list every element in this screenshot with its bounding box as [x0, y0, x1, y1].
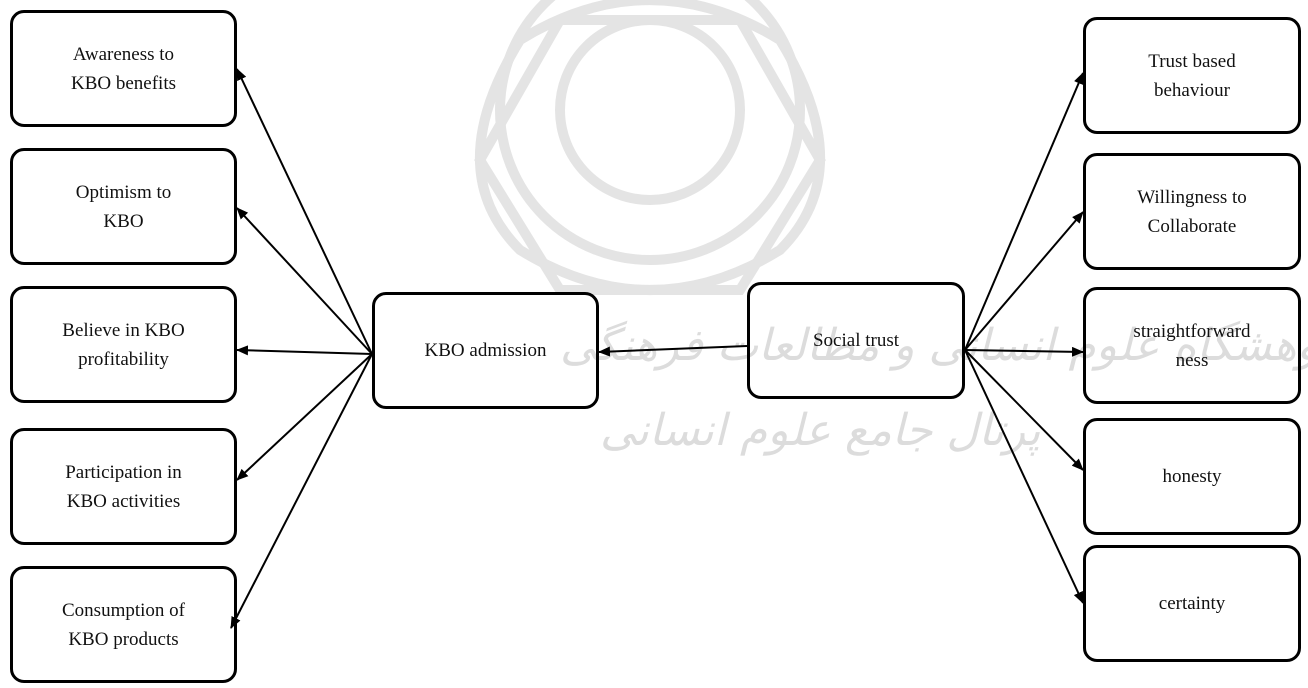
node-profitability-label: Believe in KBO profitability [62, 319, 185, 370]
node-social-trust-label: Social trust [812, 330, 900, 351]
edge-admission-to-consumption [230, 353, 373, 629]
node-willingness-label: Willingness to Collaborate [1137, 186, 1247, 237]
edge-trust-to-behaviour [964, 72, 1084, 351]
node-consumption: Consumption of KBO products [10, 566, 237, 683]
node-honesty: honesty [1083, 418, 1301, 535]
edge-trust-to-straightforwardness [964, 346, 1084, 357]
edge-trust-to-honesty [964, 349, 1084, 471]
node-awareness-label: Awareness to KBO benefits [70, 43, 176, 94]
node-honesty-label: honesty [1162, 466, 1222, 487]
node-awareness: Awareness to KBO benefits [10, 10, 237, 127]
node-certainty-label: certainty [1158, 593, 1226, 614]
node-willingness: Willingness to Collaborate [1083, 153, 1301, 270]
node-trust-behaviour-label: Trust based behaviour [1148, 50, 1236, 101]
node-straightforwardness-label: straightforward ness [1133, 320, 1251, 371]
edge-trust-to-admission [598, 345, 748, 357]
node-profitability: Believe in KBO profitability [10, 286, 237, 403]
node-optimism-label: Optimism to KBO [75, 181, 172, 232]
node-participation: Participation in KBO activities [10, 428, 237, 545]
node-social-trust: Social trust [747, 282, 965, 399]
edge-trust-to-certainty [964, 349, 1084, 604]
node-trust-behaviour: Trust based behaviour [1083, 17, 1301, 134]
edge-admission-to-profitability [236, 345, 373, 356]
node-kbo-admission-label: KBO admission [424, 340, 547, 361]
edge-trust-to-collaborate [964, 211, 1084, 351]
edge-admission-to-awareness [236, 68, 373, 355]
node-kbo-admission: KBO admission [372, 292, 599, 409]
edge-admission-to-optimism [236, 207, 373, 355]
node-consumption-label: Consumption of KBO products [62, 599, 185, 650]
node-participation-label: Participation in KBO activities [65, 461, 182, 512]
node-optimism: Optimism to KBO [10, 148, 237, 265]
node-certainty: certainty [1083, 545, 1301, 662]
node-straightforwardness: straightforward ness [1083, 287, 1301, 404]
edge-admission-to-participation [236, 353, 373, 481]
